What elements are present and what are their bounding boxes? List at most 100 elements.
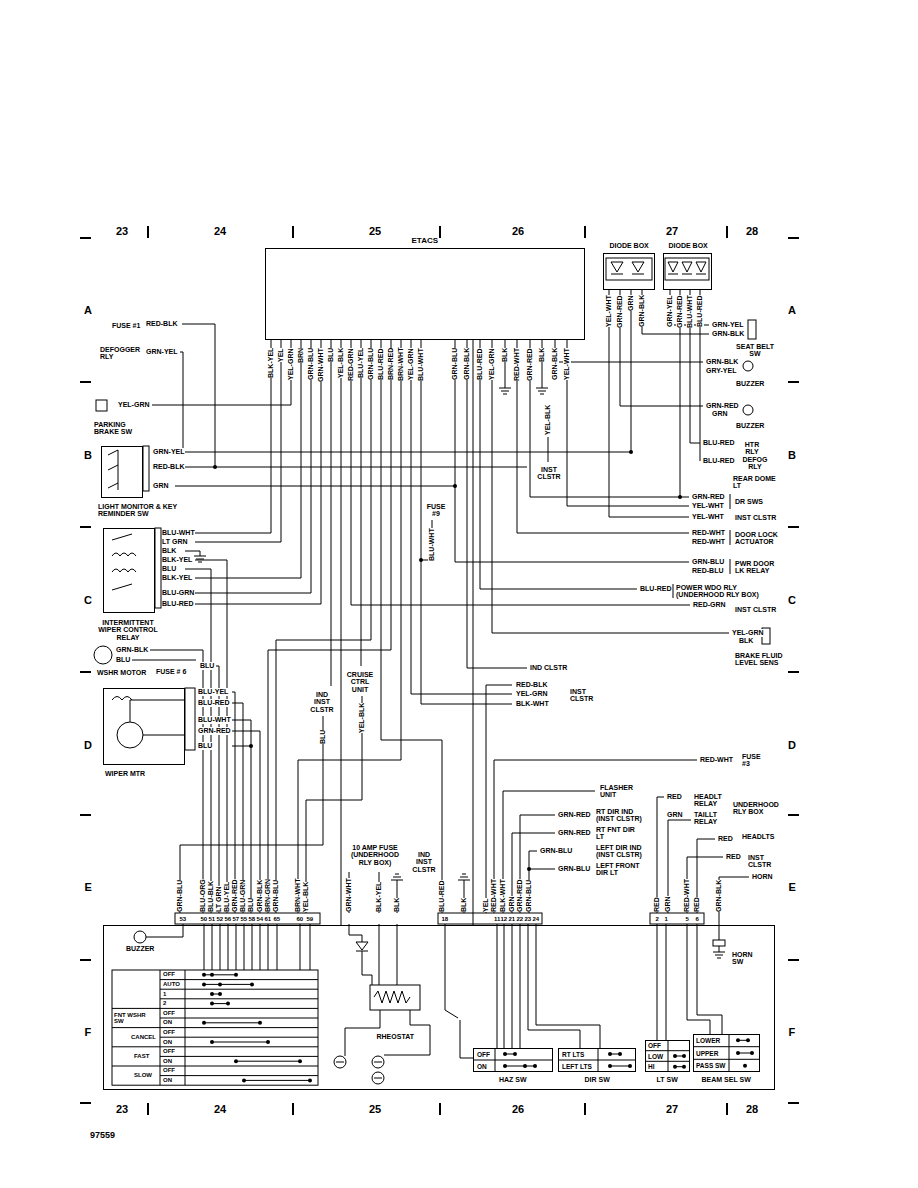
label-box: OFF [477,1051,490,1058]
drawing-part [743,405,753,415]
label-box: BLU-RED [377,349,385,381]
label-box: GRN [664,896,672,912]
label-box: YEL-GRN [516,690,548,698]
diagram-label: HTR RLY [740,441,765,456]
motor-box: WIPER MTR [103,688,185,765]
diagram-label: REAR DOME LT [733,475,778,490]
drawing-part [608,1064,612,1068]
label-box: 11 [494,916,500,923]
label-box: LT GRN [162,538,188,546]
label-box: GRN-RED [676,295,684,328]
label-box: GRY-YEL [706,367,736,375]
label-box: UPPER [696,1050,718,1057]
diagram-label: 27 [666,1103,678,1115]
label-box: GRN-BLK [463,348,471,380]
label-box: 1 [163,991,166,998]
junction-dots [181,450,682,871]
label-box: GRN-BLK [551,348,559,380]
label-box: BLU-RED [703,439,735,447]
diagram-label: YEL-GRN [488,349,496,381]
label-box: YEL-WHT [692,513,724,521]
diagram-label: LT GRN [215,886,223,912]
diagram-label: GRN-WHT [317,348,325,382]
diagram-label: PWR DOOR LK RELAY [735,560,780,575]
diagram-label: D [84,739,92,751]
diagram-label: RED [726,853,741,861]
drawing-part [445,924,473,1058]
drawing-part [513,1052,517,1056]
label-box: ON [163,1019,172,1026]
label-box: ETACS [412,237,439,246]
diagram-label: GRN-BLK [463,348,471,380]
label-box: GRN-YEL [712,321,744,329]
label-box: GRN-BLK [638,295,646,327]
drawing-part [210,1002,214,1006]
diagram-label: RED-WHT [490,879,498,912]
label-box: BLK-YEL [267,348,275,378]
diagram-label: SLOW [134,1072,152,1079]
label-box: 51 [209,916,216,923]
label-box: BLU [319,730,327,744]
diagram-label: D [788,739,796,751]
label-box: BLK [501,348,509,362]
diagram-label: GRN-BLU [176,880,184,912]
diagram-label: GRN-RED [558,829,591,837]
diagram-label: GRN-YEL [712,321,744,329]
label-box: DIODE BOX [669,242,708,250]
diagram-label: OFF [163,1067,175,1074]
label-box: INST CLSTR [535,466,563,481]
connector-strips [175,913,704,924]
label-box: PWR DOOR LK RELAY [735,560,780,575]
label-box: IND CLSTR [530,664,567,672]
diagram-label: 1 [163,991,166,998]
diagram-label: RED [667,793,682,801]
label-box: BLK [538,348,546,362]
drawing-part [117,722,143,748]
drawing-part [202,982,206,986]
label-box: LT SW [657,1076,678,1084]
diagram-label: GRN-RED [198,727,231,735]
diagram-label: F [789,1026,796,1038]
label-box: GRN [627,295,635,311]
label-box: BLU-WHT [198,716,231,724]
drawing-part [210,973,214,977]
label-box: DEFOG RLY [740,456,770,471]
diagram-label: 59 [307,916,314,923]
diagram-label: FLASHER UNIT [600,784,638,799]
label-box: 58 [249,916,256,923]
drawing-part [202,1021,206,1025]
diagram-label: BRN-RED [387,348,395,380]
label-box: BRN-GRN [264,879,272,912]
diagram-label: BRN-GRN [264,879,272,912]
label-box: 55 [241,916,248,923]
diagram-label: GRN [664,896,672,912]
component-name: DIODE BOX [610,242,649,250]
label-box: GRN [712,410,728,418]
label-box: BRN-WHT [294,879,302,912]
component-name: RHEOSTAT [377,1033,414,1041]
drawing-part [210,992,214,996]
diagram-label: BLU-RED [198,699,230,707]
diagram-label: GRN-RED [526,348,534,381]
diagram-label: GRN-BLK [256,880,264,912]
label-box: GRN-WHT [317,348,325,382]
diagram-label: GRN-BLK [116,646,148,654]
label-box: RED [693,897,701,912]
diagram-label: WSHR MOTOR [97,669,146,677]
diagram-label: E [789,881,796,893]
label-box: GRN-RED [231,879,239,912]
drawing-part [748,320,756,339]
diode-box: DIODE BOX [603,253,655,290]
drawing-part [185,688,195,750]
diagram-label: IND CLSTR [530,664,567,672]
diagram-label: BLU-YEL [357,348,365,378]
label-box: YEL-GRN [118,401,150,409]
diagram-label: BLU-ORG [199,879,207,912]
label-box: 10 AMP FUSE (UNDERHOOD RLY BOX) [345,844,405,867]
label-box: 27 [666,225,678,237]
label-box: INST CLSTR [735,514,776,522]
diagram-label: RED-WHT [692,529,725,537]
drawing-part [611,262,706,274]
component-name: WIPER MTR [105,770,145,778]
diagram-label: DR SWS [735,498,763,506]
